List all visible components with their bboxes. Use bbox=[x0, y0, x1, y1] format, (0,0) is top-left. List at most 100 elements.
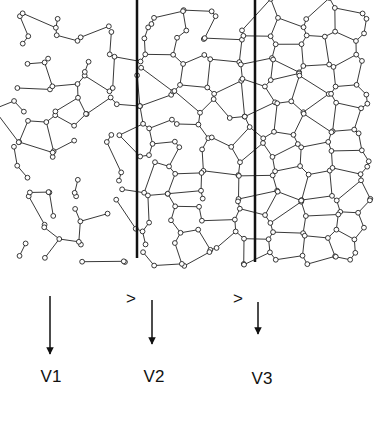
network-node bbox=[84, 112, 89, 117]
network-node bbox=[322, 34, 327, 39]
network-node bbox=[12, 99, 17, 104]
network-bond bbox=[331, 150, 361, 152]
network-node bbox=[263, 84, 268, 89]
network-node bbox=[354, 39, 359, 44]
network-node bbox=[114, 102, 119, 107]
network-node bbox=[208, 57, 213, 62]
network-node bbox=[23, 241, 28, 246]
network-node bbox=[173, 171, 178, 176]
network-node bbox=[240, 28, 245, 33]
network-node bbox=[140, 229, 145, 234]
boundary-line bbox=[254, 0, 257, 262]
network-node bbox=[299, 198, 304, 203]
network-node bbox=[26, 118, 31, 123]
network-node bbox=[232, 217, 237, 222]
network-bond bbox=[19, 142, 53, 153]
network-node bbox=[121, 259, 126, 264]
network-node bbox=[354, 52, 359, 57]
network-node bbox=[82, 70, 87, 75]
velocity-label: V1 bbox=[41, 368, 62, 385]
network-node bbox=[184, 28, 189, 33]
network-bond bbox=[231, 127, 249, 147]
network-bond bbox=[306, 0, 329, 19]
network-node bbox=[78, 219, 83, 224]
network-node bbox=[108, 95, 113, 100]
network-node bbox=[236, 173, 241, 178]
network-node bbox=[119, 170, 124, 175]
network-bond bbox=[202, 149, 203, 170]
network-node bbox=[352, 237, 357, 242]
network-bond bbox=[198, 230, 210, 250]
network-node bbox=[297, 73, 302, 78]
network-node bbox=[42, 60, 47, 65]
network-bond bbox=[177, 123, 199, 125]
network-node bbox=[53, 25, 58, 30]
network-node bbox=[199, 188, 204, 193]
network-node bbox=[47, 190, 52, 195]
network-node bbox=[214, 246, 219, 251]
network-bond bbox=[107, 142, 121, 172]
network-bond bbox=[45, 62, 53, 86]
network-node bbox=[270, 173, 275, 178]
network-node bbox=[271, 57, 276, 62]
network-node bbox=[329, 130, 334, 135]
network-node bbox=[242, 114, 247, 119]
network-node bbox=[333, 84, 338, 89]
network-node bbox=[305, 262, 310, 267]
network-node bbox=[120, 187, 125, 192]
network-bond bbox=[325, 37, 329, 65]
network-node bbox=[105, 211, 110, 216]
network-node bbox=[304, 33, 309, 38]
network-node bbox=[43, 255, 48, 260]
network-node bbox=[147, 153, 152, 158]
network-node bbox=[233, 229, 238, 234]
network-node bbox=[138, 59, 143, 64]
network-node bbox=[21, 109, 26, 114]
network-bond bbox=[110, 32, 112, 54]
network-node bbox=[302, 233, 307, 238]
network-bond bbox=[333, 103, 337, 132]
network-bond bbox=[336, 85, 357, 87]
network-node bbox=[84, 111, 89, 116]
network-bond bbox=[203, 171, 238, 175]
network-node bbox=[275, 101, 280, 106]
network-node bbox=[359, 148, 364, 153]
network-node bbox=[72, 138, 77, 143]
comparison-sign: > bbox=[126, 290, 136, 307]
network-bond bbox=[79, 221, 81, 241]
network-bond bbox=[270, 202, 301, 223]
network-node bbox=[174, 122, 179, 127]
network-node bbox=[365, 101, 370, 106]
network-node bbox=[270, 154, 275, 159]
network-bond bbox=[175, 206, 199, 207]
velocity-label: V2 bbox=[144, 368, 165, 385]
network-bond bbox=[0, 109, 19, 142]
network-node bbox=[242, 236, 247, 241]
network-bond bbox=[302, 44, 304, 66]
network-node bbox=[112, 54, 117, 59]
network-bond bbox=[119, 124, 143, 135]
network-node bbox=[300, 253, 305, 258]
network-node bbox=[240, 76, 245, 81]
network-bond bbox=[330, 171, 332, 196]
network-node bbox=[72, 190, 77, 195]
network-bond bbox=[202, 220, 235, 221]
network-node bbox=[53, 109, 58, 114]
network-bond bbox=[271, 60, 273, 81]
network-node bbox=[354, 82, 359, 87]
network-bond bbox=[174, 91, 200, 113]
network-bond bbox=[113, 57, 115, 88]
network-node bbox=[20, 41, 25, 46]
network-node bbox=[299, 198, 304, 203]
network-bond bbox=[168, 174, 175, 194]
network-bond bbox=[205, 38, 242, 40]
network-bond bbox=[306, 214, 338, 216]
network-node bbox=[110, 86, 115, 91]
network-node bbox=[336, 212, 341, 217]
network-node bbox=[330, 193, 335, 198]
network-bond bbox=[55, 115, 74, 125]
network-node bbox=[301, 111, 306, 116]
network-node bbox=[153, 160, 158, 165]
network-bond bbox=[80, 214, 107, 222]
